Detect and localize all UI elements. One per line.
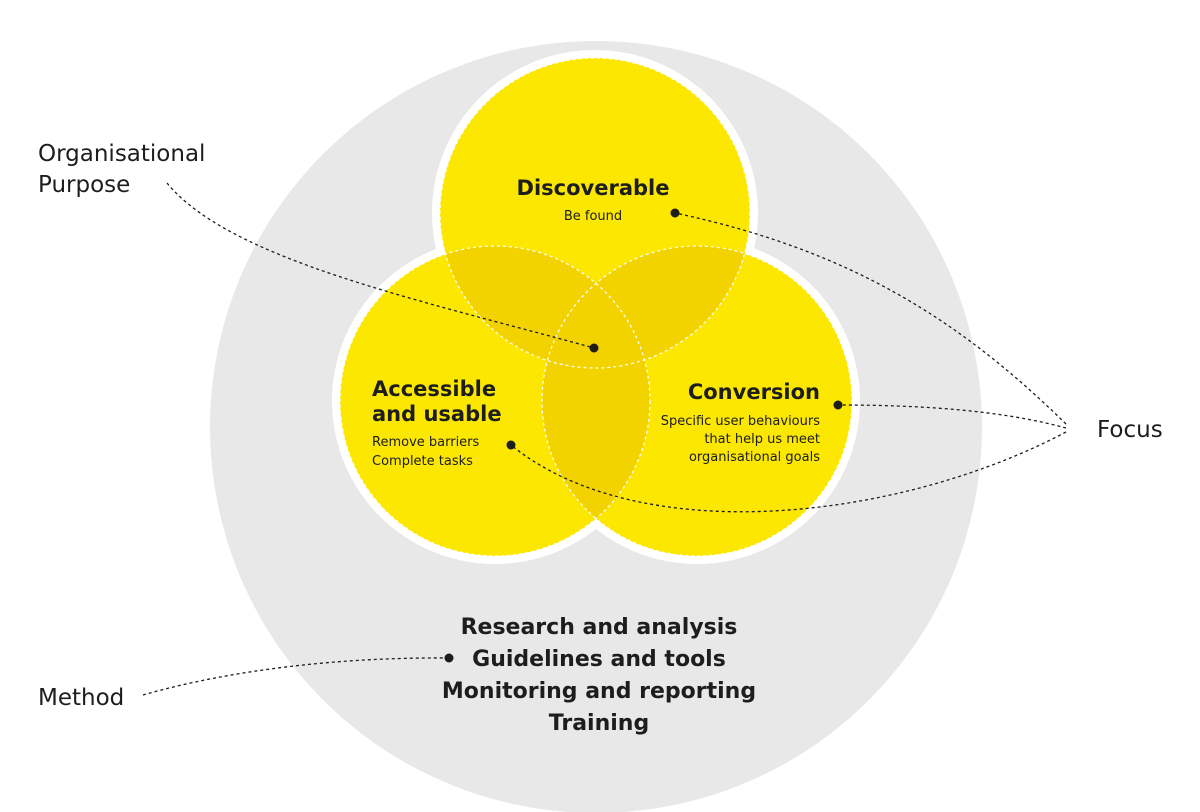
connector-focus-accessible (510, 431, 1067, 513)
method-dot (444, 653, 454, 663)
overlap-regions (440, 246, 750, 556)
discoverable-title: Discoverable (517, 176, 670, 200)
connector-method (142, 657, 450, 696)
accessible-description-line-1: Remove barriers (372, 435, 480, 450)
conversion-dot (833, 400, 843, 410)
method-item: Research and analysis (461, 615, 738, 640)
purpose-dot (589, 343, 599, 353)
discoverable-description: Be found (564, 209, 622, 224)
connectors (142, 182, 1067, 696)
connector-focus-conversion (837, 404, 1067, 429)
organisational-purpose-label-line-2: Purpose (38, 172, 130, 198)
connector-dots (444, 208, 843, 663)
accessible-description-line-2: Complete tasks (372, 454, 473, 469)
method-item: Training (549, 711, 649, 736)
accessible-title-line-2: and usable (372, 402, 502, 426)
conversion-description-line-2: that help us meet (704, 432, 820, 447)
discoverable-dot (670, 208, 680, 218)
accessible-dot (506, 440, 516, 450)
focus-label: Focus (1097, 417, 1163, 443)
method-item: Monitoring and reporting (442, 679, 756, 704)
method-item: Guidelines and tools (472, 647, 726, 672)
conversion-description-line-1: Specific user behaviours (661, 414, 821, 429)
conversion-title: Conversion (688, 380, 820, 404)
method-label: Method (38, 685, 124, 711)
accessible-title-line-1: Accessible (372, 377, 496, 401)
conversion-description-line-3: organisational goals (689, 450, 820, 465)
circle-dashed-outlines (339, 57, 853, 557)
connector-purpose (166, 182, 595, 349)
organisational-purpose-label-line-1: Organisational (38, 141, 205, 167)
